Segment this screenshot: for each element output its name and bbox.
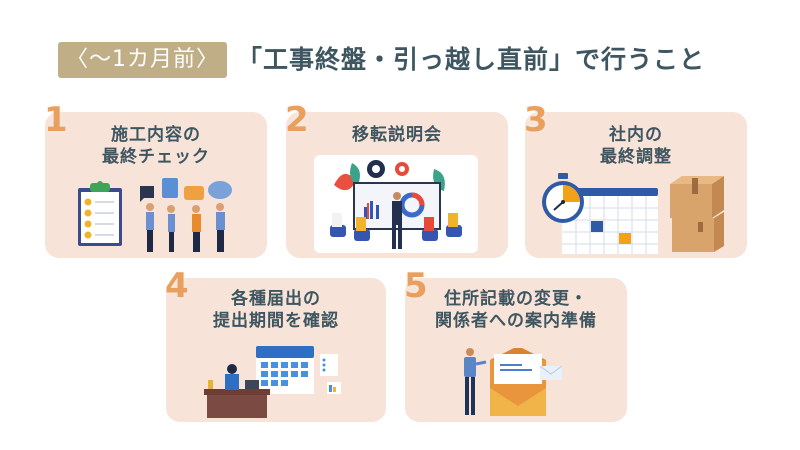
step-number-2: 2 bbox=[285, 100, 309, 140]
header: 〈～1カ月前〉 「工事終盤・引っ越し直前」で行うこと bbox=[58, 42, 705, 78]
page-title: 「工事終盤・引っ越し直前」で行うこと bbox=[237, 45, 706, 74]
step-number-5: 5 bbox=[404, 266, 428, 306]
step-number-1: 1 bbox=[44, 100, 68, 140]
person-with-envelope-icon bbox=[464, 348, 563, 416]
presentation-meeting-icon bbox=[314, 155, 478, 253]
step-title-1: 施工内容の 最終チェック bbox=[102, 125, 210, 167]
step-number-3: 3 bbox=[524, 100, 548, 140]
step-title-5: 住所記載の変更・ 関係者への案内準備 bbox=[435, 289, 597, 331]
cardboard-boxes-icon bbox=[670, 176, 724, 252]
step-number-4: 4 bbox=[165, 266, 189, 306]
timeframe-badge: 〈～1カ月前〉 bbox=[58, 42, 227, 78]
desk-worker-calendar-icon bbox=[204, 346, 341, 418]
step-title-4: 各種届出の 提出期間を確認 bbox=[213, 289, 339, 331]
step-title-3: 社内の 最終調整 bbox=[600, 125, 672, 167]
clipboard-checklist-icon bbox=[78, 181, 122, 246]
team-discussion-icon bbox=[140, 178, 232, 252]
stopwatch-icon bbox=[542, 173, 584, 223]
step-title-2: 移転説明会 bbox=[352, 125, 442, 145]
